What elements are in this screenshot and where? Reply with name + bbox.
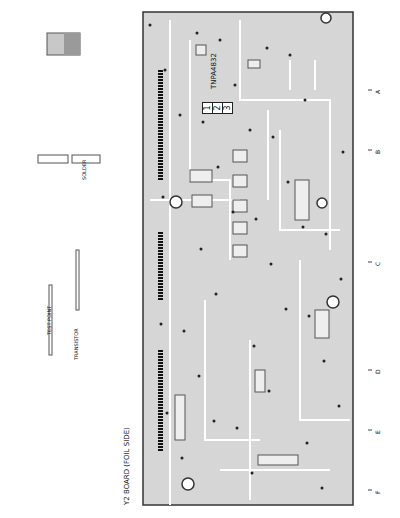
legend-label: TEST POINT <box>47 306 52 335</box>
grid-ticks <box>368 90 372 490</box>
legend-label: TRANSISTOR <box>74 328 79 360</box>
box-number: 3 <box>224 105 232 110</box>
box-number: 2 <box>214 105 222 110</box>
board-caption: Y2 BOARD (FOIL SIDE) <box>124 427 131 505</box>
solder-pads <box>149 24 345 490</box>
grid-letter: F <box>375 491 381 494</box>
part-icon-shade <box>64 33 80 55</box>
grid-letter: D <box>375 369 381 374</box>
part-icon <box>47 33 80 55</box>
copper-traces <box>150 20 350 505</box>
box-number: 1 <box>204 105 212 110</box>
number-box: 3 <box>222 102 233 114</box>
legend-label: SOLDER <box>82 160 87 180</box>
grid-letter: E <box>375 430 381 434</box>
grid-letter: C <box>375 262 381 266</box>
components <box>175 45 329 465</box>
grid-letter: A <box>375 90 381 94</box>
legend-bar <box>38 155 68 163</box>
legend-bar <box>76 250 79 310</box>
board-part-number: TNPA4832 <box>211 52 218 90</box>
pcb-outline <box>143 12 353 505</box>
grid-letter: B <box>375 150 381 154</box>
connector-headers <box>158 70 163 451</box>
mounting-holes <box>170 13 339 490</box>
